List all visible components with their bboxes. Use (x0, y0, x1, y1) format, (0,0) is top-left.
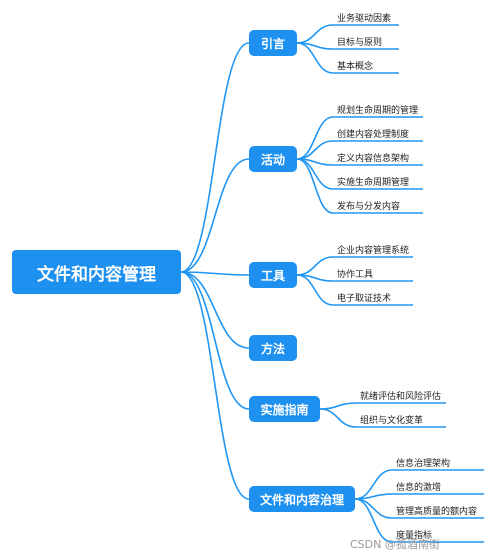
root-to-branch-4 (180, 271, 250, 410)
leaf-governance-architecture[interactable]: 信息治理架构 (396, 459, 451, 469)
branch-label: 方法 (260, 341, 285, 356)
csdn-watermark: CSDN @孤酒南街 (350, 538, 440, 551)
branch-label: 引言 (260, 36, 285, 51)
branch-1-leaf-1 (296, 140, 334, 160)
leaf-implement-lifecycle[interactable]: 实施生命周期管理 (337, 178, 410, 188)
leaf-information-proliferation[interactable]: 信息的激增 (396, 483, 442, 493)
branch-node-methods[interactable]: 方法 (249, 335, 297, 361)
branch-node-activities[interactable]: 活动 (249, 146, 297, 172)
branch-label: 活动 (260, 152, 285, 167)
root-to-branch-2 (180, 271, 250, 276)
branch-node-tools[interactable]: 工具 (249, 262, 297, 288)
root-to-branch-5 (180, 271, 250, 500)
leaf-ecm-system[interactable]: 企业内容管理系统 (337, 246, 410, 256)
root-to-branch-1 (180, 158, 250, 273)
root-node-label: 文件和内容管理 (37, 264, 156, 285)
leaf-business-drivers[interactable]: 业务驱动因素 (337, 14, 392, 24)
branch-2-leaf-2 (296, 274, 334, 306)
branch-4-leaf-1 (319, 408, 357, 428)
leaf-ediscovery[interactable]: 电子取证技术 (337, 294, 392, 304)
branch-node-governance[interactable]: 文件和内容治理 (249, 486, 355, 512)
branch-label: 文件和内容治理 (259, 492, 344, 507)
branch-0-leaf-0 (296, 24, 334, 44)
root-node[interactable]: 文件和内容管理 (12, 250, 181, 294)
leaf-content-architecture[interactable]: 定义内容信息架构 (337, 154, 410, 164)
leaf-metrics[interactable]: 度量指标 (396, 531, 433, 541)
leaf-publish-content[interactable]: 发布与分发内容 (337, 202, 401, 212)
leaf-basic-concepts[interactable]: 基本概念 (337, 62, 374, 72)
branch-5-leaf-2 (354, 498, 393, 519)
root-to-branch-0 (180, 42, 250, 273)
branch-node-implementation-guide[interactable]: 实施指南 (249, 396, 320, 422)
leaf-readiness-risk[interactable]: 就绪评估和风险评估 (360, 392, 442, 402)
branch-1-leaf-4 (296, 158, 334, 214)
leaf-goals-principles[interactable]: 目标与原则 (337, 38, 383, 48)
branch-label: 实施指南 (260, 402, 309, 417)
branch-1-leaf-0 (296, 116, 334, 160)
branch-node-introduction[interactable]: 引言 (249, 30, 297, 56)
leaf-collaboration-tools[interactable]: 协作工具 (337, 270, 374, 280)
branch-5-leaf-3 (354, 498, 393, 543)
branch-label: 工具 (260, 268, 285, 283)
root-to-branch-3 (180, 271, 250, 349)
leaf-plan-lifecycle[interactable]: 规划生命周期的管理 (337, 106, 419, 116)
leaf-org-culture[interactable]: 组织与文化变革 (360, 416, 424, 426)
branch-5-leaf-1 (354, 493, 393, 500)
branch-2-leaf-0 (296, 256, 334, 276)
branch-4-leaf-0 (319, 402, 357, 410)
leaf-quality-content[interactable]: 管理高质量的额内容 (396, 507, 478, 517)
leaf-content-policy[interactable]: 创建内容处理制度 (337, 130, 410, 140)
branch-0-leaf-2 (296, 42, 334, 74)
